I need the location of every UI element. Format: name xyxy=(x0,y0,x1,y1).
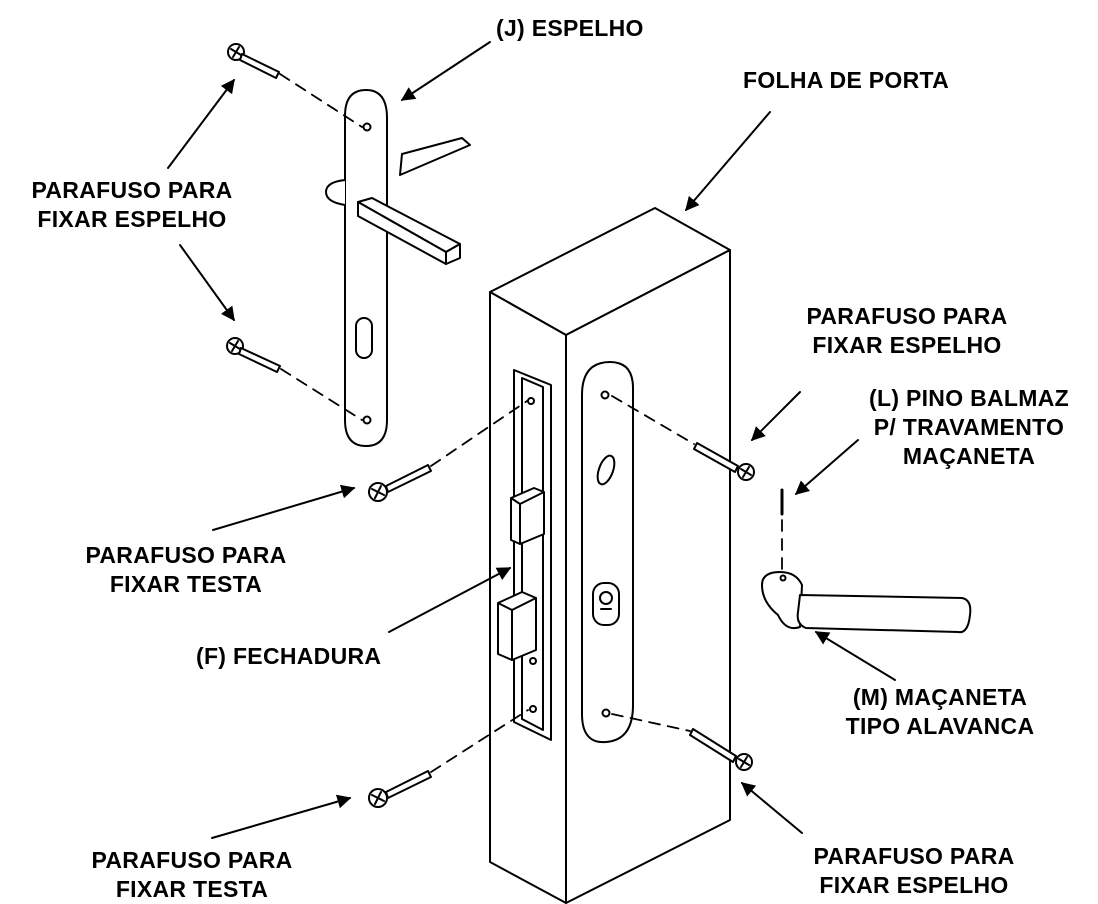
pino-label: (L) PINO BALMAZ P/ TRAVAMENTO MAÇANETA xyxy=(869,385,1069,469)
outer-escutcheon xyxy=(581,361,634,744)
inner-lever-handle xyxy=(325,137,471,265)
screw-mirror-right-top-label: PARAFUSO PARA FIXAR ESPELHO xyxy=(806,303,1008,358)
screw-top-left xyxy=(227,43,280,79)
screw-right-bottom xyxy=(689,728,753,771)
screw-mirror-left-label: PARAFUSO PARA FIXAR ESPELHO xyxy=(31,177,233,232)
espelho-label: (J) ESPELHO xyxy=(496,15,644,41)
screw-right-top xyxy=(693,442,755,481)
dead-bolt xyxy=(497,591,537,661)
fechadura-label: (F) FECHADURA xyxy=(196,643,382,669)
screw-front-top xyxy=(368,464,432,502)
lock-faceplate xyxy=(513,369,552,741)
leader-arrows xyxy=(167,41,896,839)
screw-mirror-right-bottom-label: PARAFUSO PARA FIXAR ESPELHO xyxy=(813,843,1015,898)
lever-handle xyxy=(761,571,972,634)
screw-front-bottom-label: PARAFUSO PARA FIXAR TESTA xyxy=(91,847,293,902)
latch-bolt xyxy=(510,487,545,545)
folha-label: FOLHA DE PORTA xyxy=(743,67,950,93)
macaneta-label: (M) MAÇANETA TIPO ALAVANCA xyxy=(845,684,1035,739)
screw-front-bottom xyxy=(368,770,432,808)
screw-front-top-label: PARAFUSO PARA FIXAR TESTA xyxy=(85,542,287,597)
screw-mid-left xyxy=(226,337,281,373)
inner-escutcheon xyxy=(344,89,388,447)
alignment-lines xyxy=(279,73,783,773)
